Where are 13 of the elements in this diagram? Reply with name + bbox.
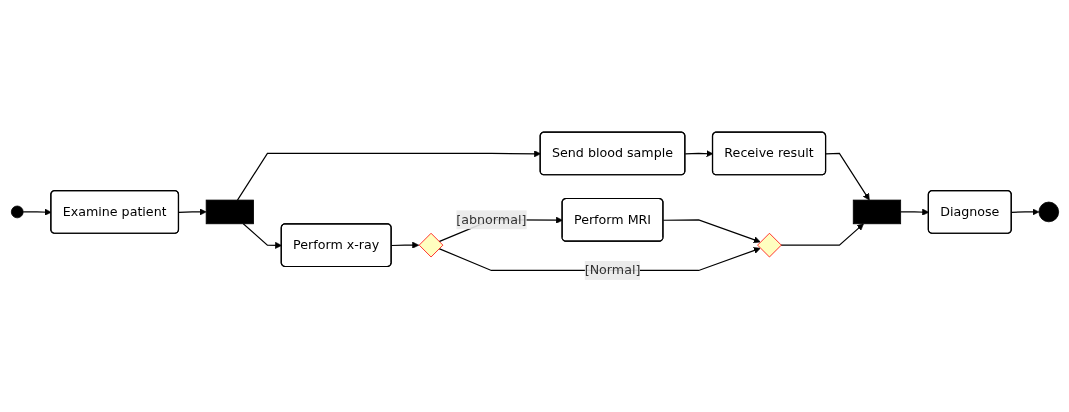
node-diamond — [418, 232, 443, 258]
node-diamond — [756, 232, 782, 258]
edge-label: [abnormal] — [455, 211, 526, 227]
arrow — [1010, 208, 1039, 216]
arrow — [662, 219, 761, 244]
node-bar — [852, 199, 901, 225]
arrow — [390, 241, 419, 249]
edge-label: [Normal] — [584, 262, 640, 278]
node-circle — [10, 205, 24, 219]
arrow — [779, 223, 864, 246]
arrow — [177, 208, 206, 216]
arrow — [684, 150, 713, 158]
node-bar — [205, 199, 254, 225]
